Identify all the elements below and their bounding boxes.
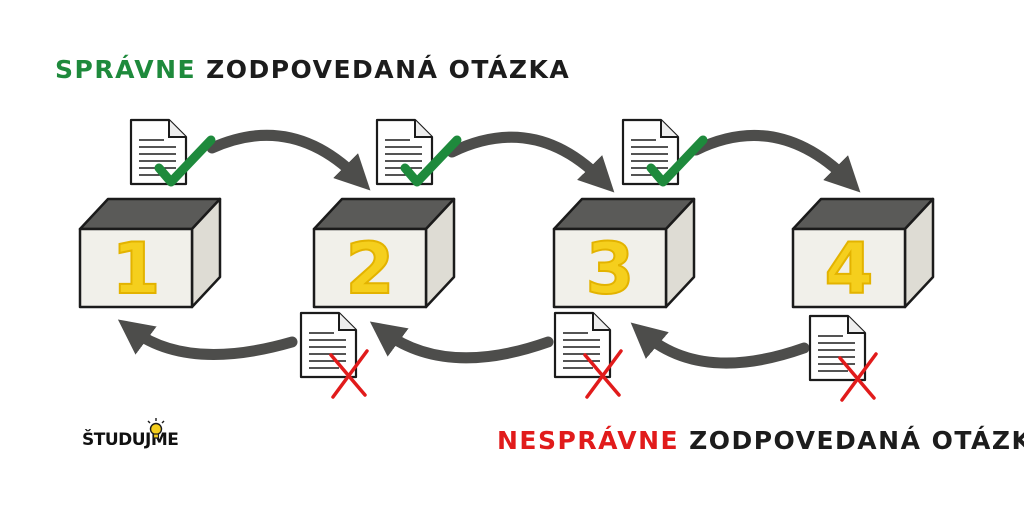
arrow-box4-to-box3 bbox=[630, 322, 810, 369]
box-1: 1 bbox=[78, 197, 222, 311]
arrow-box3-to-box2 bbox=[369, 321, 554, 364]
document-check-icon bbox=[621, 118, 708, 187]
box-4: 4 bbox=[791, 197, 935, 311]
correct-heading-rest: ZODPOVEDANÁ OTÁZKA bbox=[206, 55, 571, 84]
incorrect-heading-rest: ZODPOVEDANÁ OTÁZKA bbox=[689, 426, 1024, 455]
arrow-box2-to-box1 bbox=[117, 319, 298, 360]
forward-arrows bbox=[206, 129, 861, 193]
document-cross-icon bbox=[299, 311, 369, 399]
box-number-2: 2 bbox=[346, 228, 395, 310]
box-number-1: 1 bbox=[112, 228, 161, 310]
correct-label: SPRÁVNE bbox=[55, 55, 197, 84]
box-2: 2 bbox=[312, 197, 456, 311]
document-cross-icon bbox=[553, 311, 623, 399]
box-number-3: 3 bbox=[586, 228, 635, 310]
box-3: 3 bbox=[552, 197, 696, 311]
correct-answer-heading: SPRÁVNE ZODPOVEDANÁ OTÁZKA bbox=[55, 57, 570, 82]
lightbulb-icon bbox=[147, 418, 165, 439]
document-cross-icon bbox=[808, 314, 878, 402]
document-check-icon bbox=[129, 118, 216, 187]
incorrect-answer-heading: NESPRÁVNE ZODPOVEDANÁ OTÁZKA bbox=[497, 428, 1024, 453]
arrow-box3-to-box4 bbox=[690, 129, 861, 193]
document-check-icon bbox=[375, 118, 462, 187]
incorrect-label: NESPRÁVNE bbox=[497, 426, 680, 455]
backward-arrows bbox=[117, 319, 810, 369]
arrow-box2-to-box3 bbox=[446, 131, 615, 193]
arrow-box1-to-box2 bbox=[206, 129, 371, 191]
box-number-4: 4 bbox=[825, 228, 874, 310]
studujme-logo: ŠTUDUJME bbox=[82, 418, 179, 450]
